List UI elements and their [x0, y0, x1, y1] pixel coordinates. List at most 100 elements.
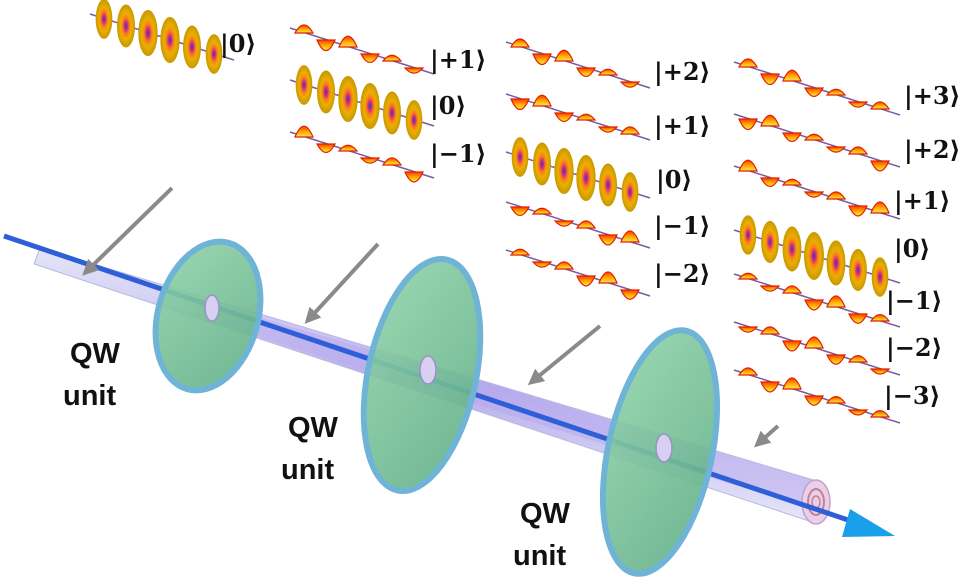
petal-lobe	[782, 69, 802, 82]
ket-label: |+1⟩	[430, 45, 487, 74]
wave-plate-3	[599, 327, 721, 577]
pointer-arrow-3	[527, 324, 602, 386]
petal-mode-row	[505, 248, 651, 300]
petal-lobe	[847, 146, 869, 155]
donut-ring	[405, 100, 423, 140]
petal-lobe	[316, 39, 336, 52]
ket-label: |+2⟩	[654, 57, 711, 86]
petal-lobe	[554, 49, 574, 62]
petal-mode-row	[733, 58, 901, 116]
ket-label: |−1⟩	[654, 211, 711, 240]
petal-lobe	[782, 340, 802, 352]
petal-lobe	[315, 143, 337, 154]
petal-lobe	[869, 101, 891, 110]
ket-label: |−3⟩	[884, 381, 941, 410]
petal-lobe	[620, 289, 640, 300]
state-group-1-labels: |+1⟩ |0⟩ |−1⟩	[430, 45, 487, 168]
petal-lobe	[759, 285, 781, 292]
petal-mode-row	[733, 159, 901, 220]
donut-ring	[533, 142, 551, 186]
petal-lobe	[825, 88, 847, 96]
ket-label: |−2⟩	[886, 333, 943, 362]
svg-text:QW: QW	[70, 338, 121, 370]
petal-lobe	[532, 94, 552, 107]
ket-label: |+1⟩	[894, 186, 951, 215]
svg-text:QW: QW	[288, 412, 339, 444]
svg-text:unit: unit	[63, 380, 116, 412]
state-group-3	[733, 58, 901, 424]
donut-ring	[95, 0, 113, 39]
petal-mode-row	[733, 272, 901, 328]
state-group-2	[505, 38, 651, 300]
donut-mode-row	[505, 137, 651, 212]
petal-lobe	[619, 81, 641, 88]
petal-lobe	[737, 367, 759, 376]
petal-lobe	[825, 396, 847, 404]
petal-lobe	[553, 220, 575, 227]
qw-unit-label-1: QW unit	[63, 338, 121, 412]
petal-mode-row	[505, 93, 651, 141]
donut-ring	[621, 172, 639, 212]
petal-lobe	[870, 160, 890, 172]
petal-lobe	[804, 299, 824, 311]
ket-label: |0⟩	[220, 29, 256, 58]
donut-ring	[576, 154, 596, 202]
petal-lobe	[803, 87, 825, 98]
petal-lobe	[337, 144, 359, 152]
petal-lobe	[576, 275, 596, 287]
petal-lobe	[847, 101, 869, 108]
svg-text:unit: unit	[281, 454, 334, 486]
mode-axis	[289, 131, 435, 179]
donut-ring	[160, 16, 180, 64]
petal-lobe	[404, 171, 424, 183]
petal-lobe	[619, 126, 641, 135]
petal-lobe	[509, 38, 531, 48]
donut-ring	[138, 9, 158, 57]
ket-label: |+3⟩	[904, 81, 961, 110]
petal-lobe	[294, 125, 314, 138]
state-group-0	[89, 0, 235, 74]
donut-ring	[804, 232, 824, 280]
mode-axis	[289, 27, 435, 75]
donut-ring	[338, 75, 358, 123]
petal-lobe	[781, 285, 803, 294]
petal-lobe	[532, 53, 552, 66]
donut-ring	[871, 257, 889, 297]
petal-lobe	[509, 206, 531, 217]
petal-lobe	[781, 132, 803, 143]
donut-mode-row	[289, 65, 435, 140]
donut-ring	[183, 25, 201, 69]
petal-mode-row	[289, 125, 435, 183]
petal-mode-row	[505, 38, 651, 89]
petal-mode-row	[505, 201, 651, 249]
ket-label: |0⟩	[894, 234, 930, 263]
petal-lobe	[359, 53, 381, 64]
petal-lobe	[598, 271, 618, 284]
ket-label: |+2⟩	[904, 135, 961, 164]
donut-ring	[205, 34, 223, 74]
ket-label: |0⟩	[430, 91, 466, 120]
petal-mode-row	[733, 321, 901, 376]
petal-mode-row	[289, 24, 435, 75]
oam-state-groups	[89, 0, 901, 424]
svg-text:unit: unit	[513, 540, 566, 572]
petal-lobe	[804, 336, 824, 349]
petal-lobe	[737, 58, 759, 68]
petal-lobe	[781, 178, 803, 186]
petal-lobe	[760, 73, 780, 86]
petal-lobe	[598, 234, 618, 246]
petal-lobe	[737, 326, 759, 333]
ket-label: |0⟩	[656, 165, 692, 194]
petal-lobe	[782, 377, 802, 390]
donut-mode-row	[89, 0, 235, 74]
svg-text:QW: QW	[520, 498, 571, 530]
ket-label: |+1⟩	[654, 111, 711, 140]
petal-lobe	[293, 24, 315, 34]
petal-lobe	[760, 114, 780, 127]
mode-axis	[505, 41, 651, 89]
donut-ring	[117, 4, 135, 48]
donut-ring	[511, 137, 529, 177]
qw-unit-label-2: QW unit	[281, 412, 339, 486]
petal-lobe	[870, 201, 890, 214]
